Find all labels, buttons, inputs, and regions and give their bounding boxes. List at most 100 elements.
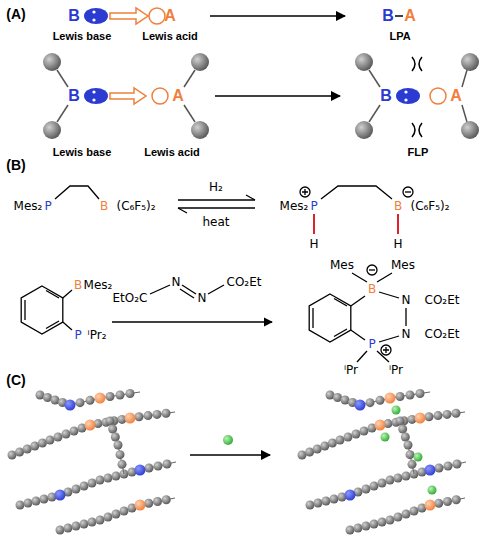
caption-label: Lewis acid (144, 146, 200, 158)
frustrated-pair-sketch-part (462, 105, 467, 122)
monomer-bead (112, 510, 121, 519)
monomer-bead (80, 482, 89, 491)
monomer-bead (346, 526, 355, 535)
polymer-network (8, 389, 467, 535)
lewis-acid-site (85, 420, 96, 431)
atom-label: B (394, 199, 402, 213)
monomer-bead (163, 460, 172, 469)
atom-label: N (198, 291, 207, 305)
monomer-bead (145, 464, 154, 473)
small-molecule (392, 406, 401, 415)
frustrated-pair-sketch-part (412, 57, 422, 71)
atom-label: B (368, 282, 376, 296)
monomer-bead (416, 389, 425, 398)
monomer-bead (394, 513, 403, 522)
monomer-bead (32, 497, 41, 506)
azo-addition-scheme-part (352, 273, 367, 282)
frustrated-pair-sketch-part (152, 88, 168, 104)
monomer-bead (416, 414, 425, 423)
monomer-bead (444, 462, 453, 471)
azo-addition-scheme-part (381, 345, 391, 355)
atom-label: Mes (391, 258, 415, 272)
monomer-bead (135, 412, 144, 421)
azo-addition-scheme-part (351, 330, 365, 340)
lewis-base-site (345, 490, 356, 501)
monomer-bead (96, 394, 105, 403)
caption-label: Lewis base (53, 146, 112, 158)
polymer-backbone (310, 462, 466, 505)
monomer-bead (108, 425, 117, 434)
monomer-bead (153, 410, 162, 419)
monomer-bead (116, 450, 125, 459)
lewis-pair-sketch-part (210, 15, 345, 17)
lewis-acid-site (425, 500, 436, 511)
monomer-bead (376, 421, 385, 430)
hydrogen-activation-scheme-part (246, 195, 255, 200)
lewis-base-site (135, 465, 146, 476)
monomer-bead (111, 433, 120, 442)
monomer-bead (86, 396, 95, 405)
hydrogen-activation-scheme-part (403, 187, 413, 197)
atom-label: Mes (330, 258, 354, 272)
monomer-bead (401, 433, 410, 442)
monomer-bead (376, 396, 385, 405)
frustrated-pair-sketch-part (462, 70, 467, 87)
monomer-bead (70, 427, 79, 436)
monomer-bead (425, 412, 434, 421)
monomer-bead (360, 427, 369, 436)
azo-addition-scheme-part (377, 273, 392, 282)
lewis-pair-sketch-part (92, 18, 95, 21)
panel-label: (B) (6, 157, 25, 173)
atom-label: heat (202, 215, 229, 229)
atom-label: Mes₂ (280, 199, 309, 213)
lewis-pair-sketch-part (149, 8, 165, 24)
monomer-bead (366, 398, 375, 407)
polymer-backbone (60, 498, 175, 530)
monomer-bead (76, 398, 85, 407)
azo-addition-scheme-part (313, 299, 347, 337)
azo-addition-scheme-part (383, 347, 389, 353)
hydrogen-activation-scheme-part (300, 187, 310, 197)
monomer-bead (306, 501, 315, 510)
atom-label: ⁱPr (344, 363, 358, 377)
azo-addition-scheme-part (357, 351, 367, 362)
monomer-bead (406, 450, 415, 459)
monomer-bead (408, 460, 417, 469)
frustrated-pair-sketch-part (369, 105, 380, 122)
atom-label: P (310, 199, 317, 213)
caption-label: Lewis base (53, 30, 112, 42)
lewis-pair-sketch-part (395, 15, 403, 17)
azo-addition-scheme-part (63, 290, 72, 298)
monomer-bead (66, 401, 75, 410)
monomer-bead (106, 417, 115, 426)
monomer-bead (88, 518, 97, 527)
monomer-bead (40, 495, 49, 504)
atom-label: (C₆F₅)₂ (116, 199, 155, 213)
lewis-pair-sketch-part (92, 10, 95, 13)
monomer-bead (162, 495, 171, 504)
frustrated-pair-sketch-part (92, 90, 95, 93)
frustrated-pair-sketch-part (110, 88, 146, 104)
frustrated-pair-sketch-part (43, 121, 61, 139)
azo-addition-scheme-part (208, 285, 224, 294)
monomer-bead (72, 485, 81, 494)
monomer-bead (354, 524, 363, 533)
azo-addition-scheme-part (180, 289, 194, 298)
monomer-bead (56, 491, 65, 500)
monomer-bead (322, 497, 331, 506)
monomer-bead (112, 472, 121, 481)
azo-addition-scheme-part (369, 269, 375, 270)
azo-addition-scheme-part (182, 285, 196, 294)
hydrogen-activation-scheme (55, 186, 413, 234)
frustrated-pair-sketch-part (461, 53, 479, 71)
monomer-bead (330, 495, 339, 504)
monomer-bead (126, 389, 135, 398)
frustrated-pair-sketch-part (404, 98, 407, 101)
hydrogen-activation-scheme-part (178, 208, 187, 213)
atom-label: EtO₂C (113, 291, 148, 305)
azo-addition-scheme-part (379, 336, 399, 342)
monomer-bead (394, 474, 403, 483)
atom-label: H (393, 237, 402, 251)
